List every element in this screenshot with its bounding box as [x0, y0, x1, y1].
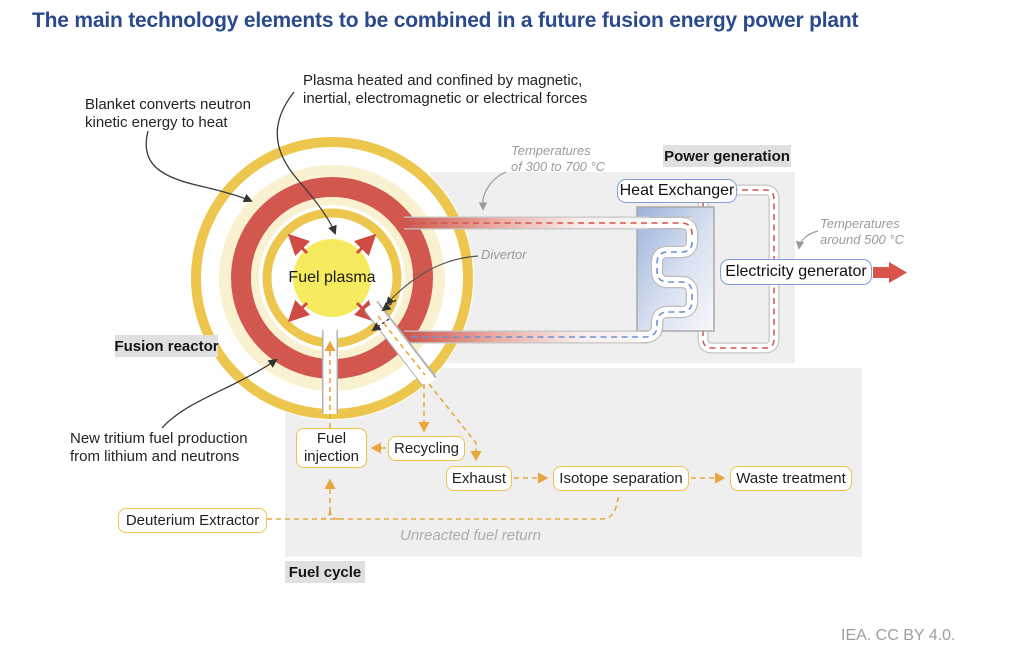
- blanket-note: Blanket converts neutron kinetic energy …: [85, 96, 251, 132]
- serpentine-pipe: [410, 216, 699, 344]
- power-generation-chip: Power generation: [663, 145, 791, 167]
- temp-300-note: Temperatures of 300 to 700 °C: [511, 143, 605, 175]
- plasma-arrow: [276, 91, 337, 235]
- heat-exchanger-box: Heat Exchanger: [617, 179, 737, 203]
- deuterium-extractor-box: Deuterium Extractor: [118, 508, 267, 533]
- electricity-output-arrow: [873, 262, 907, 283]
- page-title: The main technology elements to be combi…: [32, 9, 859, 32]
- plasma-note-line2: inertial, electromagnetic or electrical …: [303, 90, 588, 107]
- blanket-note-line1: Blanket converts neutron: [85, 96, 251, 113]
- divertor-label: Divertor: [481, 247, 527, 262]
- tritium-arrow: [161, 358, 278, 429]
- temp-500-line2: around 500 °C: [820, 232, 904, 247]
- fuel-cycle-chip: Fuel cycle: [285, 561, 365, 583]
- fuel-injection-line1: Fuel: [316, 430, 347, 447]
- fuel-injection-line2: injection: [303, 448, 360, 465]
- fuel-injection-box: Fuel injection: [296, 428, 367, 468]
- tritium-note-line1: New tritium fuel production: [70, 430, 248, 447]
- unreacted-fuel-return-label: Unreacted fuel return: [400, 527, 541, 544]
- plasma-note-line1: Plasma heated and confined by magnetic,: [303, 72, 583, 89]
- temp500-arrow: [795, 230, 819, 250]
- recycling-box: Recycling: [388, 436, 465, 461]
- blanket-note-line2: kinetic energy to heat: [85, 114, 228, 131]
- attribution: IEA. CC BY 4.0.: [841, 627, 956, 644]
- waste-treatment-box: Waste treatment: [730, 466, 852, 491]
- exhaust-box: Exhaust: [446, 466, 512, 491]
- tritium-note: New tritium fuel production from lithium…: [70, 430, 248, 466]
- plasma-note: Plasma heated and confined by magnetic, …: [303, 72, 587, 108]
- divertor-pointer: [385, 255, 479, 306]
- tritium-note-line2: from lithium and neutrons: [70, 448, 240, 465]
- fuel-plasma-label: Fuel plasma: [288, 269, 376, 286]
- temp-500-note: Temperatures around 500 °C: [820, 216, 904, 248]
- temp-300-line1: Temperatures: [511, 143, 591, 158]
- blanket-arrow: [145, 130, 253, 203]
- fuel-cycle-connectors: [267, 315, 726, 520]
- temp-300-line2: of 300 to 700 °C: [511, 159, 606, 174]
- isotope-separation-box: Isotope separation: [553, 466, 689, 491]
- annotation-arrows: [145, 91, 819, 429]
- fuel-plasma-core: [293, 239, 371, 317]
- fusion-reactor-chip: Fusion reactor: [114, 335, 219, 357]
- electricity-generator-box: Electricity generator: [720, 259, 872, 285]
- temp300-arrow: [478, 171, 507, 211]
- temp-500-line1: Temperatures: [820, 216, 900, 231]
